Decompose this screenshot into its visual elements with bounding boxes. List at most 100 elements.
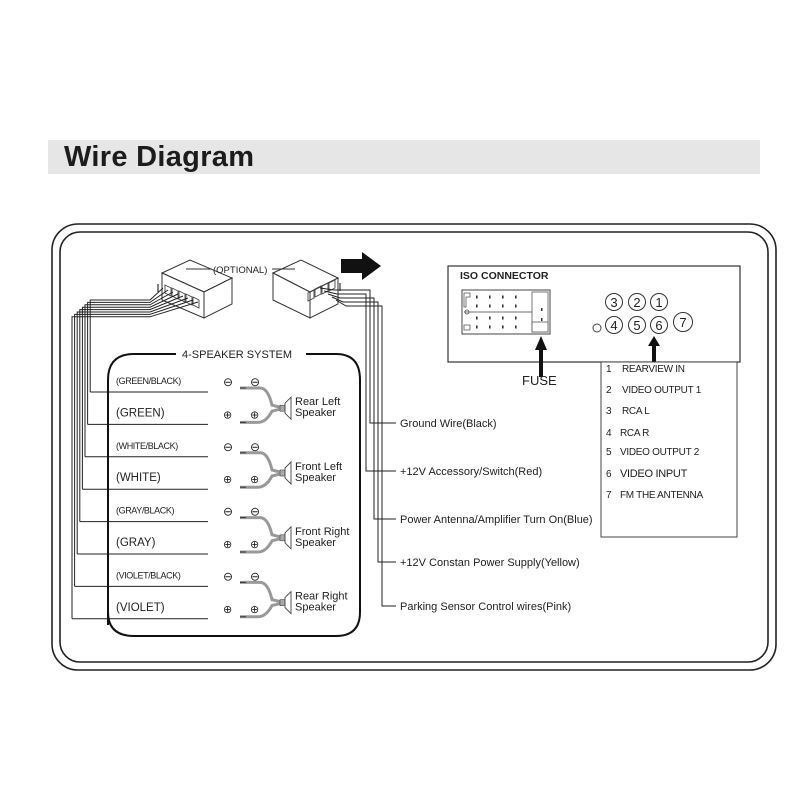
rca-jack: 3 bbox=[605, 293, 623, 311]
minus-terminal-icon: ⊖ bbox=[223, 505, 233, 519]
rca-jack-number: 5 bbox=[633, 318, 640, 333]
rca-jack: 2 bbox=[628, 293, 646, 311]
iso-pin bbox=[476, 304, 478, 308]
rca-legend-number: 3 bbox=[606, 406, 612, 417]
rca-jack-number: 2 bbox=[633, 295, 640, 310]
iso-pin bbox=[502, 316, 504, 320]
wire-color-label: (GRAY) bbox=[116, 537, 156, 549]
bundle-wire bbox=[89, 287, 164, 392]
wire-color-label: (VIOLET) bbox=[116, 602, 165, 614]
left-connector bbox=[157, 259, 234, 319]
speaker-subtitle: Speaker bbox=[295, 602, 336, 614]
rca-legend-number: 2 bbox=[606, 385, 612, 396]
rca-jack: 4 bbox=[605, 316, 623, 334]
rca-legend-number: 4 bbox=[606, 428, 612, 439]
speaker-wire-bundle bbox=[71, 287, 199, 620]
power-wire-bundle bbox=[319, 287, 396, 607]
plus-terminal-icon: ⊕ bbox=[223, 409, 232, 421]
page-title: Wire Diagram bbox=[64, 141, 255, 173]
minus-terminal-icon: ⊖ bbox=[223, 569, 233, 583]
rca-legend-item: 2 VIDEO OUTPUT 1 bbox=[606, 385, 702, 396]
speaker-icon bbox=[284, 396, 292, 421]
rca-legend-number: 7 bbox=[606, 490, 612, 501]
bundle-wire bbox=[84, 291, 174, 457]
iso-pin bbox=[489, 295, 491, 299]
wire-color-label: (WHITE) bbox=[116, 472, 161, 484]
plus-terminal-icon: ⊕ bbox=[250, 409, 259, 421]
speaker-icon bbox=[284, 525, 292, 550]
bundle-wire bbox=[71, 301, 199, 619]
iso-pin bbox=[476, 316, 478, 320]
minus-terminal-icon: ⊖ bbox=[250, 569, 260, 583]
power-wire bbox=[327, 293, 396, 520]
plus-terminal-icon: ⊕ bbox=[250, 539, 259, 551]
rca-legend-number: 6 bbox=[606, 469, 612, 480]
iso-pin bbox=[489, 316, 491, 320]
rca-jack-number: 4 bbox=[610, 318, 617, 333]
fuse-arrow-icon bbox=[535, 336, 547, 377]
rca-legend-label: VIDEO OUTPUT 2 bbox=[620, 447, 700, 458]
rca-jack: 5 bbox=[628, 316, 646, 334]
minus-terminal-icon: ⊖ bbox=[223, 375, 233, 389]
iso-pin bbox=[515, 304, 517, 308]
rca-jack-number: 1 bbox=[655, 295, 662, 310]
plus-terminal-icon: ⊕ bbox=[223, 539, 232, 551]
outer-frame bbox=[51, 223, 777, 671]
plus-terminal-icon: ⊕ bbox=[250, 474, 259, 486]
wire-color-label: (WHITE/BLACK) bbox=[116, 441, 178, 451]
speaker-subtitle: Speaker bbox=[295, 537, 336, 549]
fuse-label: FUSE bbox=[522, 373, 557, 388]
speaker-wire-row: (GREEN/BLACK)⊖⊖ bbox=[110, 375, 260, 393]
speaker-box-left bbox=[107, 353, 176, 625]
speaker-name: Rear Left bbox=[295, 396, 340, 408]
power-wire-label: +12V Constan Power Supply(Yellow) bbox=[400, 557, 580, 569]
rca-legend-box bbox=[600, 361, 738, 538]
plus-terminal-icon: ⊕ bbox=[223, 604, 232, 616]
rca-jack-number: 3 bbox=[610, 295, 617, 310]
minus-terminal-icon: ⊖ bbox=[250, 440, 260, 454]
rca-legend-label: RCA R bbox=[620, 428, 649, 439]
bundle-wire bbox=[87, 289, 169, 425]
speaker-wire-row: (WHITE) ⊕ ⊕ bbox=[110, 472, 259, 490]
iso-pin bbox=[502, 325, 504, 329]
speaker-box-right bbox=[107, 353, 361, 637]
speaker-name: Front Right bbox=[295, 526, 349, 538]
rca-legend-label: RCA L bbox=[622, 406, 650, 417]
iso-pin bbox=[489, 304, 491, 308]
speaker-subtitle: Speaker bbox=[295, 407, 336, 419]
power-wire-label: +12V Accessory/Switch(Red) bbox=[400, 466, 542, 478]
plus-terminal-icon: ⊕ bbox=[223, 474, 232, 486]
minus-terminal-icon: ⊖ bbox=[223, 440, 233, 454]
speaker-icon bbox=[284, 460, 292, 486]
speaker-name: Rear Right bbox=[295, 591, 348, 603]
right-connector bbox=[271, 259, 341, 319]
speaker-wire-row: (GRAY) ⊕ ⊕ bbox=[110, 537, 259, 555]
iso-pin bbox=[502, 295, 504, 299]
power-wire bbox=[335, 299, 396, 607]
inner-frame bbox=[59, 231, 769, 663]
rca-legend-label: VIDEO OUTPUT 1 bbox=[622, 385, 702, 396]
wire-color-label: (GREEN/BLACK) bbox=[116, 376, 181, 386]
iso-plug bbox=[461, 289, 551, 335]
rca-legend-label: VIDEO INPUT bbox=[620, 468, 688, 480]
iso-pin bbox=[502, 304, 504, 308]
iso-pin bbox=[515, 316, 517, 320]
rca-jack: 1 bbox=[650, 293, 668, 311]
rca-legend-item: 6 VIDEO INPUT bbox=[606, 468, 688, 480]
iso-connector-title: ISO CONNECTOR bbox=[460, 270, 549, 282]
right-arrow-icon bbox=[341, 252, 381, 280]
rca-arrow-icon bbox=[648, 336, 660, 362]
rca-legend-number: 5 bbox=[606, 447, 612, 458]
bundle-wire bbox=[79, 295, 184, 522]
rca-legend-item: 3 RCA L bbox=[606, 406, 650, 417]
iso-pin bbox=[476, 295, 478, 299]
rca-jack-number: 6 bbox=[655, 318, 662, 333]
optional-label: (OPTIONAL) bbox=[213, 265, 267, 276]
wire-color-label: (GREEN) bbox=[116, 407, 165, 419]
rca-legend-label: FM THE ANTENNA bbox=[620, 490, 703, 501]
